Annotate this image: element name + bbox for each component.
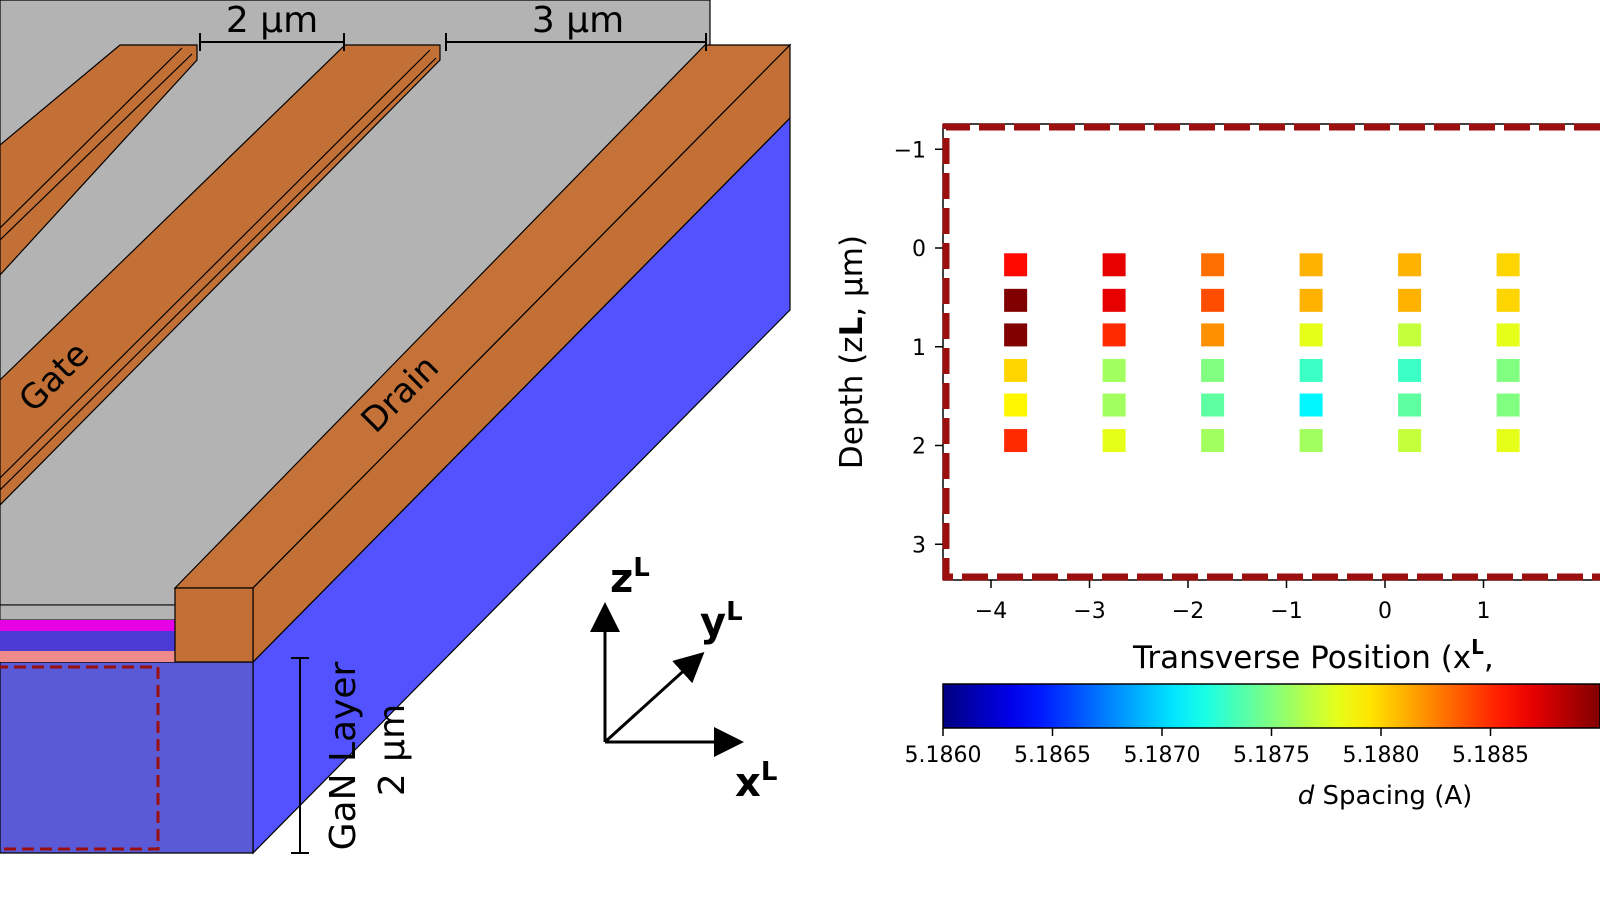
data-point: [1004, 323, 1028, 347]
gate-width-dimension: 2 µm: [199, 0, 345, 51]
data-point: [1299, 323, 1323, 347]
gate-finger-edge-1: [0, 49, 431, 479]
gate-electrode-top: [0, 44, 198, 276]
data-point: [1496, 393, 1520, 417]
y-tick-label: −1: [894, 138, 926, 163]
y-axis-title: Depth (zL, μm): [834, 235, 870, 469]
x-tick-label: −1: [1270, 599, 1302, 624]
data-point: [1004, 358, 1028, 382]
data-point: [1102, 358, 1126, 382]
data-point: [1004, 253, 1028, 277]
x-tick-label: −3: [1073, 599, 1105, 624]
data-point: [1398, 393, 1422, 417]
colorbar-tick-label: 5.1860: [905, 743, 982, 768]
data-point: [1102, 323, 1126, 347]
data-point: [1496, 253, 1520, 277]
z-axis-label: zL: [610, 553, 650, 602]
data-point: [1398, 323, 1422, 347]
gan-layer-label: GaN Layer: [323, 661, 364, 850]
colorbar: [942, 683, 1600, 729]
plot-highlight-frame: [942, 123, 1600, 581]
y-tick-label: 1: [912, 336, 926, 361]
data-point: [1102, 253, 1126, 277]
colorbar-tick-label: 5.1875: [1233, 743, 1310, 768]
x-tick-label: 0: [1378, 599, 1392, 624]
x-axis-ticks: −4 −3 −2 −1 0 1: [975, 580, 1491, 624]
gate-edge-line-2: [0, 53, 193, 241]
data-point: [1201, 253, 1225, 277]
data-point: [1201, 323, 1225, 347]
layer-indigo: [0, 631, 175, 651]
x-axis-title: Transverse Position (xL,: [1132, 635, 1494, 676]
device-schematic: Gate Drain 2 µm 3 µm GaN Layer 2 µm: [0, 0, 792, 855]
data-points: [1004, 253, 1520, 453]
data-point: [1299, 393, 1323, 417]
data-point: [1201, 358, 1225, 382]
y-tick-label: 2: [912, 435, 926, 460]
layer-thickness-label: 2 µm: [372, 704, 413, 796]
analysis-region-outline: [0, 665, 160, 851]
y-tick-label: 0: [912, 237, 926, 262]
gate-width-label: 2 µm: [226, 0, 318, 41]
colorbar-tick-label: 5.1870: [1124, 743, 1201, 768]
x-tick-label: 1: [1477, 599, 1491, 624]
x-tick-label: −2: [1172, 599, 1204, 624]
gap-width-dimension: 3 µm: [445, 0, 707, 51]
dspacing-chart: −1 0 1 2 3 −4 −3 −2 −1 0 1 Depth (zL, μm) Transve…: [834, 123, 1600, 811]
x-axis-label: xL: [735, 757, 777, 806]
data-point: [1496, 288, 1520, 312]
data-point: [1299, 288, 1323, 312]
colorbar-title: d Spacing (A): [1298, 781, 1473, 811]
data-point: [1398, 429, 1422, 453]
data-point: [1299, 358, 1323, 382]
layer-magenta: [0, 620, 175, 631]
gate-finger-top: [0, 44, 441, 506]
colorbar-tick-label: 5.1865: [1014, 743, 1091, 768]
data-point: [1398, 358, 1422, 382]
colorbar-tick-label: 5.1885: [1452, 743, 1529, 768]
y-axis-label: yL: [700, 597, 743, 646]
colorbar-ticks: 5.1860 5.1865 5.1870 5.1875 5.1880 5.1885: [905, 728, 1529, 768]
data-point: [1102, 429, 1126, 453]
x-tick-label: −4: [975, 599, 1007, 624]
data-point: [1398, 288, 1422, 312]
data-point: [1004, 429, 1028, 453]
data-point: [1398, 253, 1422, 277]
y-axis-arrow: [603, 651, 705, 744]
data-point: [1102, 393, 1126, 417]
data-point: [1496, 323, 1520, 347]
layer-thickness-dimension: [291, 657, 309, 854]
data-point: [1201, 288, 1225, 312]
substrate-front-face: [0, 661, 254, 854]
y-tick-label: 3: [912, 533, 926, 558]
data-point: [1004, 393, 1028, 417]
data-point: [1102, 288, 1126, 312]
data-point: [1299, 253, 1323, 277]
gate-finger-edge-2: [0, 57, 437, 491]
data-point: [1201, 393, 1225, 417]
gate-edge-line-1: [0, 47, 183, 229]
data-point: [1299, 429, 1323, 453]
drain-electrode-front: [174, 587, 254, 663]
data-point: [1496, 358, 1520, 382]
layer-salmon: [0, 651, 175, 662]
layer-grey: [0, 604, 176, 621]
y-axis-ticks: −1 0 1 2 3: [894, 138, 943, 558]
data-point: [1496, 429, 1520, 453]
gap-width-label: 3 µm: [532, 0, 624, 41]
colorbar-tick-label: 5.1880: [1343, 743, 1420, 768]
coordinate-axes-triad: zL yL xL: [590, 553, 777, 806]
data-point: [1201, 429, 1225, 453]
data-point: [1004, 288, 1028, 312]
